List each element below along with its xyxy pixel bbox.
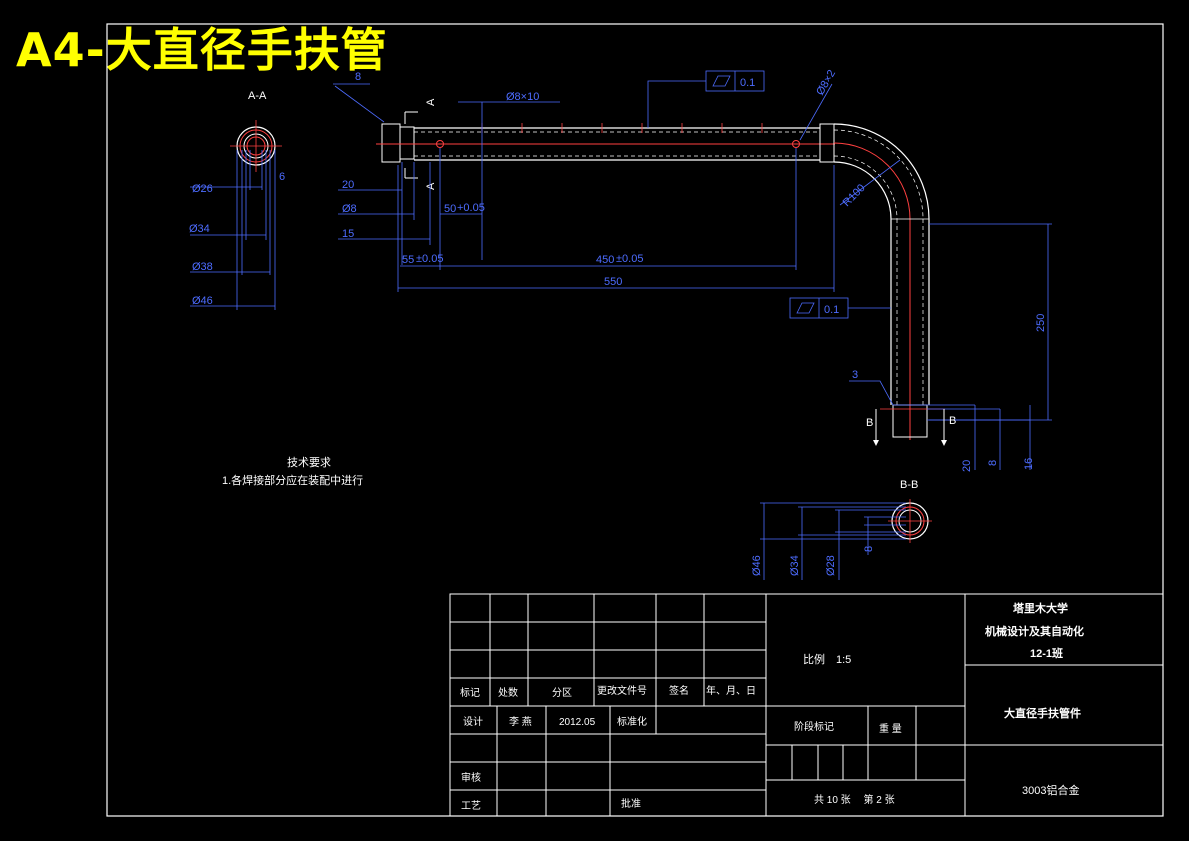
dim-55-tol: ±0.05 [416,253,443,265]
dim-b16: 16 [1023,458,1035,470]
dim-550: 550 [604,276,622,288]
tb-designer: 李 燕 [509,715,532,728]
dim-bb-d28: Ø28 [825,555,837,576]
dim-chamfer: Ø8×2 [814,68,838,98]
tb-label-standard: 标准化 [617,715,647,728]
tb-header-count: 处数 [498,686,518,699]
technical-notes: 技术要求 1.各焊接部分应在装配中进行 [222,456,363,487]
tb-label-approve: 批准 [621,797,641,810]
dim-aa-d34: Ø34 [189,223,210,235]
roughness-bottom: 3 [852,369,858,381]
roughness-top: 8 [355,71,361,83]
dim-aa-d38: Ø38 [192,261,213,273]
tb-school: 塔里木大学 [1013,601,1068,615]
dim-bb-d34: Ø34 [789,555,801,576]
tb-header-docno: 更改文件号 [597,684,647,697]
dim-aa-6: 6 [279,171,285,183]
tb-design-date: 2012.05 [559,717,596,728]
flatness-tol-2: 0.1 [824,304,839,316]
tb-class: 12-1班 [1030,646,1063,660]
dim-aa-d46: Ø46 [192,295,213,307]
notes-line-1: 1.各焊接部分应在装配中进行 [222,473,363,487]
dim-50: 50 [444,203,456,215]
flatness-tol-1: 0.1 [740,77,755,89]
tb-header-zone: 分区 [552,687,572,699]
tb-part-name: 大直径手扶管件 [1004,706,1081,720]
tb-major: 机械设计及其自动化 [985,624,1084,638]
section-b-mark-right: B [949,415,956,427]
title-block [449,593,1164,817]
dim-aa-d26: Ø26 [192,183,213,195]
dim-450: 450 [596,254,614,266]
section-aa-label: A-A [248,90,267,102]
tb-stage-mark: 阶段标记 [794,720,834,733]
pipe-front-view [376,123,945,440]
section-aa-view: A-A Ø26 6 Ø34 Ø38 Ø46 [189,90,285,310]
tb-weight: 重 量 [879,722,902,735]
dim-bb-d46: Ø46 [751,555,763,576]
flatness-symbols [712,75,815,314]
section-a-mark-top: A [425,98,437,106]
tb-label-design: 设计 [463,715,483,728]
dim-20: 20 [342,179,354,191]
tb-label-process: 工艺 [461,800,481,812]
title-block-texts: 标记 处数 分区 更改文件号 签名 年、月、日 设计 李 燕 2012.05 标… [460,601,1084,812]
dim-r100: R100 [841,182,868,209]
notes-heading: 技术要求 [287,456,331,469]
dim-b20: 20 [961,460,973,472]
dim-15: 15 [342,228,354,240]
section-a-markers: A A [404,98,437,190]
tb-header-date: 年、月、日 [706,684,756,697]
tb-header-sign: 签名 [669,684,689,697]
section-b-mark-left: B [866,417,873,429]
section-b-markers: B B [866,409,956,446]
dim-holes: Ø8×10 [506,91,539,103]
tb-label-review: 审核 [461,771,481,784]
dim-55: 55 [402,254,414,266]
tb-sheets: 共 10 张 第 2 张 [814,793,895,806]
section-bb-view: B-B Ø46 Ø34 Ø28 8 [751,479,932,580]
dim-b8: 8 [987,460,999,466]
tb-header-mark: 标记 [460,687,480,699]
dim-d8: Ø8 [342,203,357,215]
dim-50-tol: +0.05 [457,202,485,214]
dim-bb-8: 8 [863,546,875,552]
drawing-title: A4-大直径手扶管 [16,23,388,77]
section-a-mark-bottom: A [425,182,437,190]
dim-450-tol: ±0.05 [616,253,643,265]
section-bb-label: B-B [900,479,918,491]
dim-250: 250 [1035,314,1047,332]
tb-material: 3003铝合金 [1022,783,1079,797]
tb-scale: 比例 1:5 [803,652,851,666]
